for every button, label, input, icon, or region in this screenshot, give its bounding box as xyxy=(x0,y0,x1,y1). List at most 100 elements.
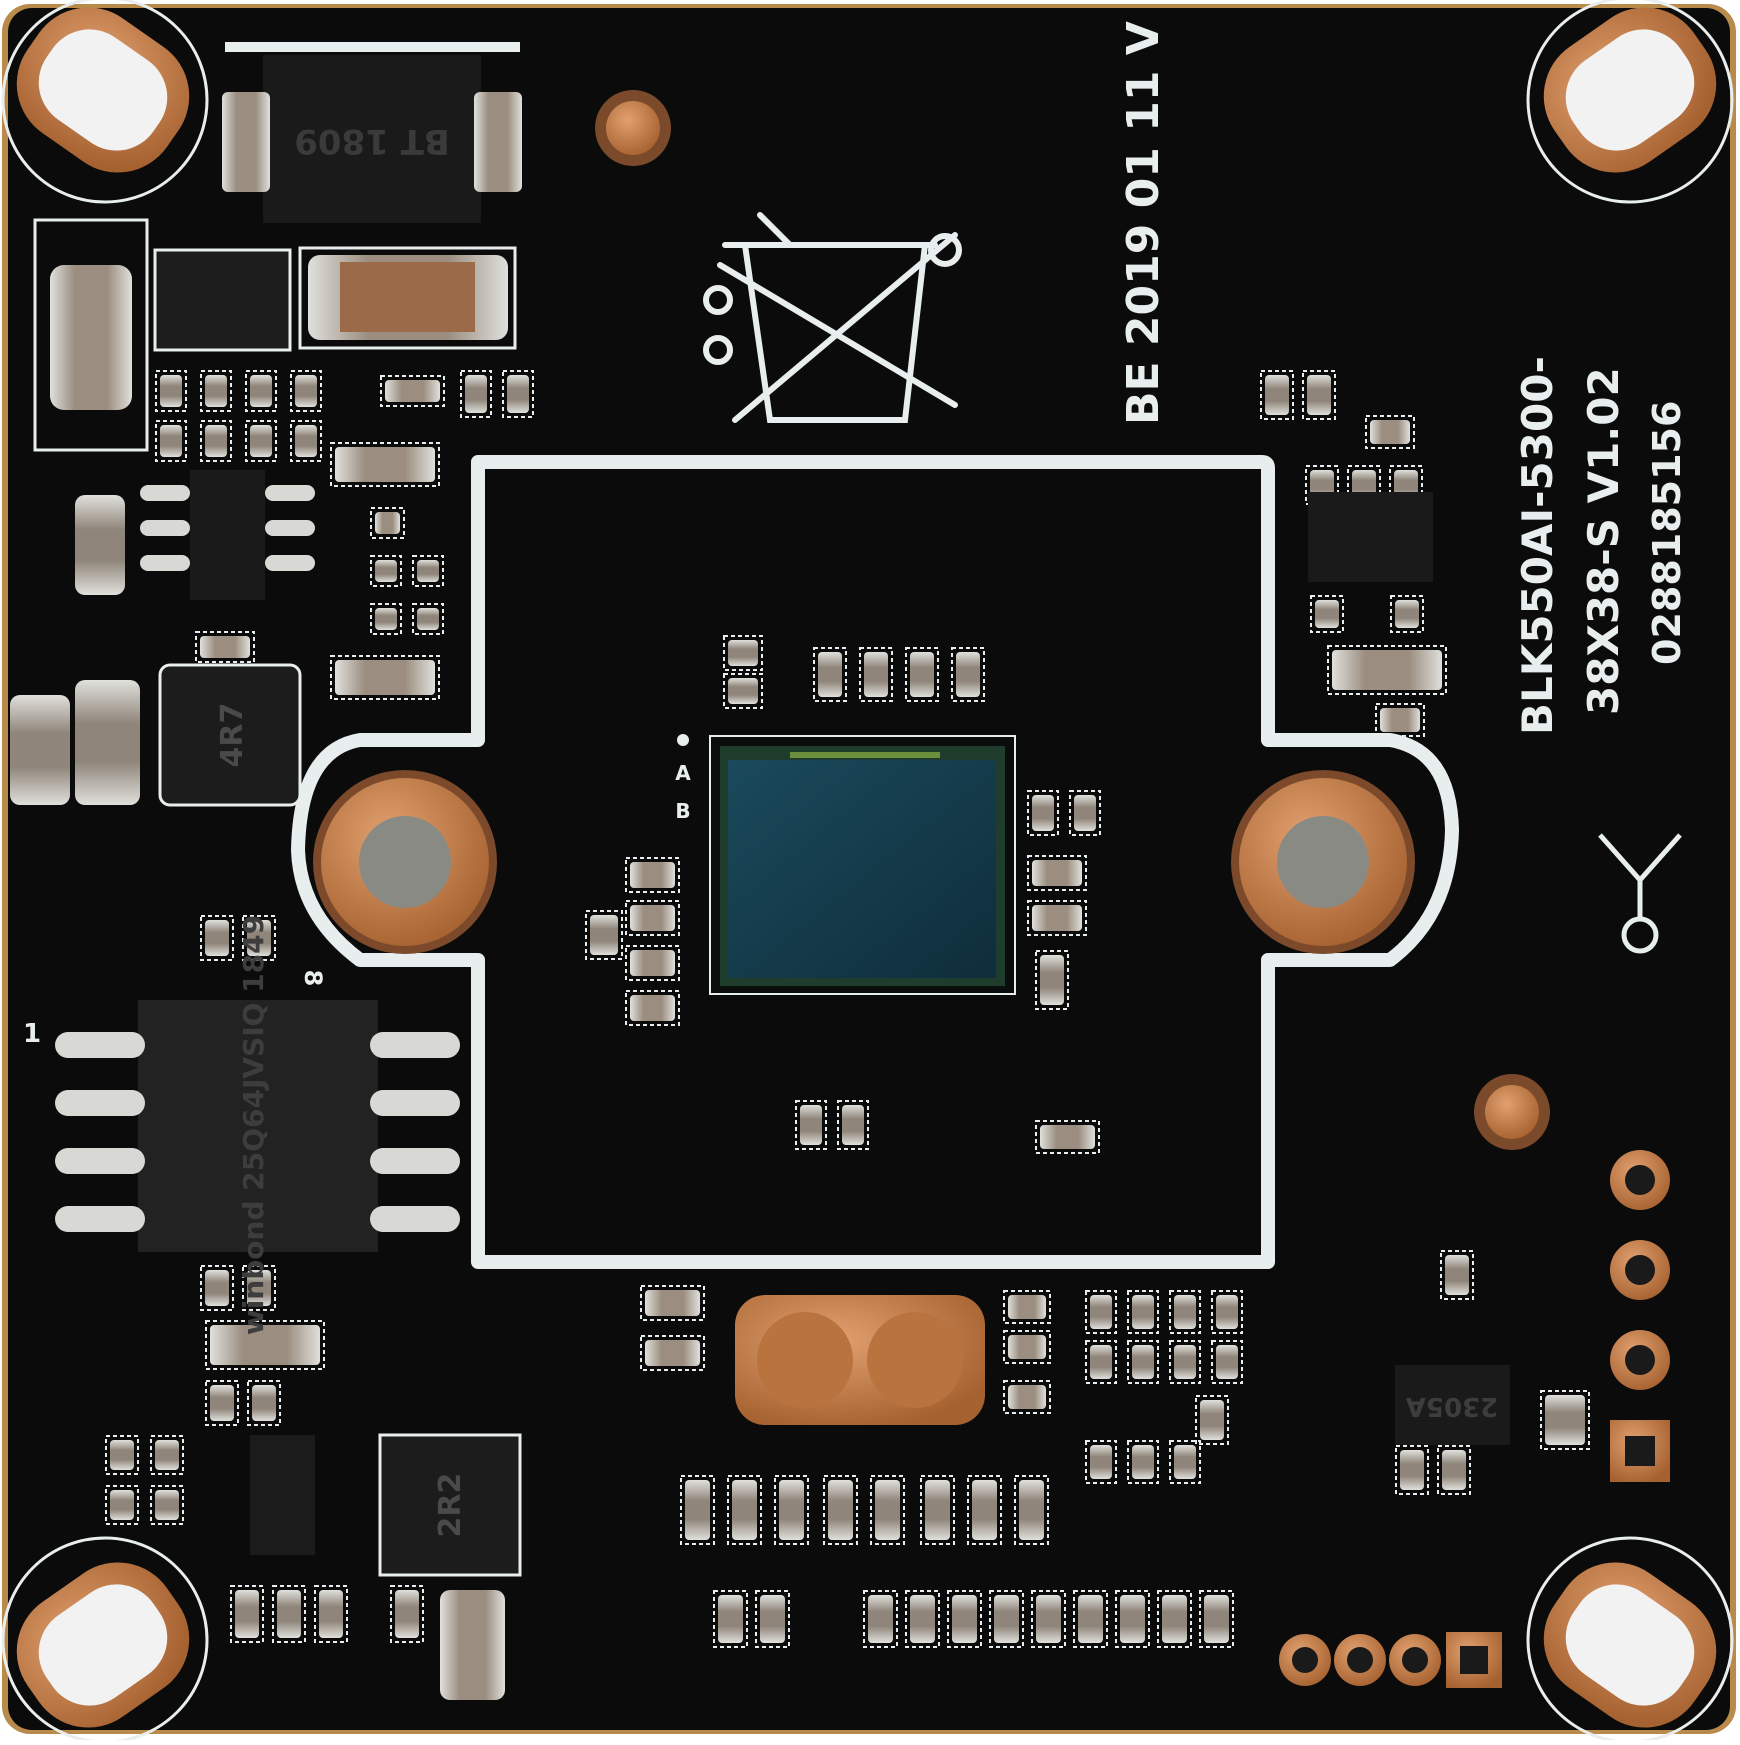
smd-component xyxy=(952,1595,977,1643)
smd-outline xyxy=(905,647,939,702)
smd-component xyxy=(205,1270,229,1306)
smd-component xyxy=(1132,1445,1154,1479)
smd-outline xyxy=(1169,1290,1201,1334)
smd-component xyxy=(718,1595,743,1643)
date-code: BE 2019 01 11 V xyxy=(1118,21,1169,425)
antenna-symbol xyxy=(1598,833,1682,954)
smd-component xyxy=(828,1480,853,1540)
smd-outline xyxy=(625,990,680,1026)
smd-outline xyxy=(859,647,893,702)
smd-outline xyxy=(290,420,322,462)
smd-outline xyxy=(370,603,402,635)
smd-component xyxy=(160,375,182,407)
smd-component xyxy=(160,425,182,457)
smd-outline xyxy=(625,857,680,893)
smd-outline xyxy=(1390,595,1424,633)
smd-component xyxy=(1162,1595,1187,1643)
smd-component xyxy=(1216,1345,1238,1379)
smd-component xyxy=(1265,375,1289,415)
smd-outline xyxy=(1127,1290,1159,1334)
smd-outline xyxy=(920,1475,955,1545)
smd-outline xyxy=(870,1475,905,1545)
smd-outline xyxy=(1327,645,1447,695)
smd-outline xyxy=(502,370,534,418)
weee-symbol xyxy=(703,212,962,423)
smd-component xyxy=(1445,1255,1469,1295)
smd-outline xyxy=(1003,1290,1051,1324)
smd-component xyxy=(728,678,758,704)
smd-outline xyxy=(1003,1380,1051,1414)
smd-component xyxy=(1019,1480,1044,1540)
smd-component xyxy=(1036,1595,1061,1643)
smd-outline xyxy=(330,442,440,487)
model-line-3: 0288185156 xyxy=(1645,401,1689,665)
lens-mount-hole-left xyxy=(313,770,497,954)
model-line-2: 38X38-S V1.02 xyxy=(1579,367,1628,715)
smd-outline xyxy=(460,370,492,418)
smd-component xyxy=(1120,1595,1145,1643)
right-transistor xyxy=(1308,492,1510,1445)
smd-outline xyxy=(330,655,440,700)
smd-outline xyxy=(823,1475,858,1545)
smd-outline xyxy=(625,900,680,936)
smd-outline xyxy=(640,1335,705,1371)
left-capacitors xyxy=(10,495,140,805)
regulator-marking: BT 1809 xyxy=(294,121,450,161)
sensor-label-a: A xyxy=(675,761,691,785)
smd-outline xyxy=(200,915,234,961)
smd-outline xyxy=(1085,1440,1117,1484)
smd-component xyxy=(1008,1385,1046,1409)
smd-component xyxy=(868,1595,893,1643)
smd-component xyxy=(685,1480,710,1540)
smd-component xyxy=(250,425,272,457)
smd-outline xyxy=(727,1475,762,1545)
connector-pads-right xyxy=(1610,1150,1670,1482)
smd-component xyxy=(1174,1295,1196,1329)
voltage-regulator xyxy=(222,42,522,223)
smd-component xyxy=(590,915,618,955)
smd-component xyxy=(417,608,439,630)
smd-outline xyxy=(1211,1290,1243,1334)
smd-component xyxy=(205,920,229,956)
smd-outline xyxy=(272,1585,306,1643)
smd-outline xyxy=(625,945,680,981)
smd-outline xyxy=(200,420,232,462)
smd-outline xyxy=(314,1585,348,1643)
smd-outline xyxy=(1003,1330,1051,1364)
smd-outline xyxy=(1027,790,1059,836)
smd-component xyxy=(375,608,397,630)
smd-outline xyxy=(1027,855,1087,891)
smd-outline xyxy=(951,647,985,702)
smd-component xyxy=(630,905,675,931)
pin-label-8: 8 xyxy=(299,970,327,987)
smd-component xyxy=(1307,375,1331,415)
smd-component xyxy=(864,652,888,697)
lens-mount-hole-right xyxy=(1231,770,1415,954)
smd-component xyxy=(1380,708,1420,732)
smd-component xyxy=(155,1440,179,1470)
smd-outline xyxy=(905,1590,940,1648)
smd-outline xyxy=(1073,1590,1108,1648)
smd-outline xyxy=(1169,1340,1201,1384)
smd-component xyxy=(252,1385,276,1421)
smd-outline xyxy=(205,1320,325,1370)
smd-component xyxy=(800,1105,822,1145)
smd-component xyxy=(335,447,435,482)
smd-outline xyxy=(1069,790,1101,836)
smd-component xyxy=(1174,1445,1196,1479)
corner-mount-top-left xyxy=(1,0,209,204)
smd-component xyxy=(972,1480,997,1540)
smd-component xyxy=(1216,1295,1238,1329)
smd-outline xyxy=(380,375,445,407)
flash-marking: winbond 25Q64JVSIQ 1849 xyxy=(237,915,270,1335)
transistor-marking: 2305A xyxy=(1406,1391,1499,1421)
smd-outline xyxy=(1211,1340,1243,1384)
smd-outline xyxy=(412,555,444,587)
smd-outline xyxy=(1127,1340,1159,1384)
smd-component xyxy=(210,1325,320,1365)
smd-outline xyxy=(412,603,444,635)
smd-outline xyxy=(713,1590,748,1648)
smd-component xyxy=(728,640,758,666)
smd-component xyxy=(110,1440,134,1470)
smd-component xyxy=(910,652,934,697)
